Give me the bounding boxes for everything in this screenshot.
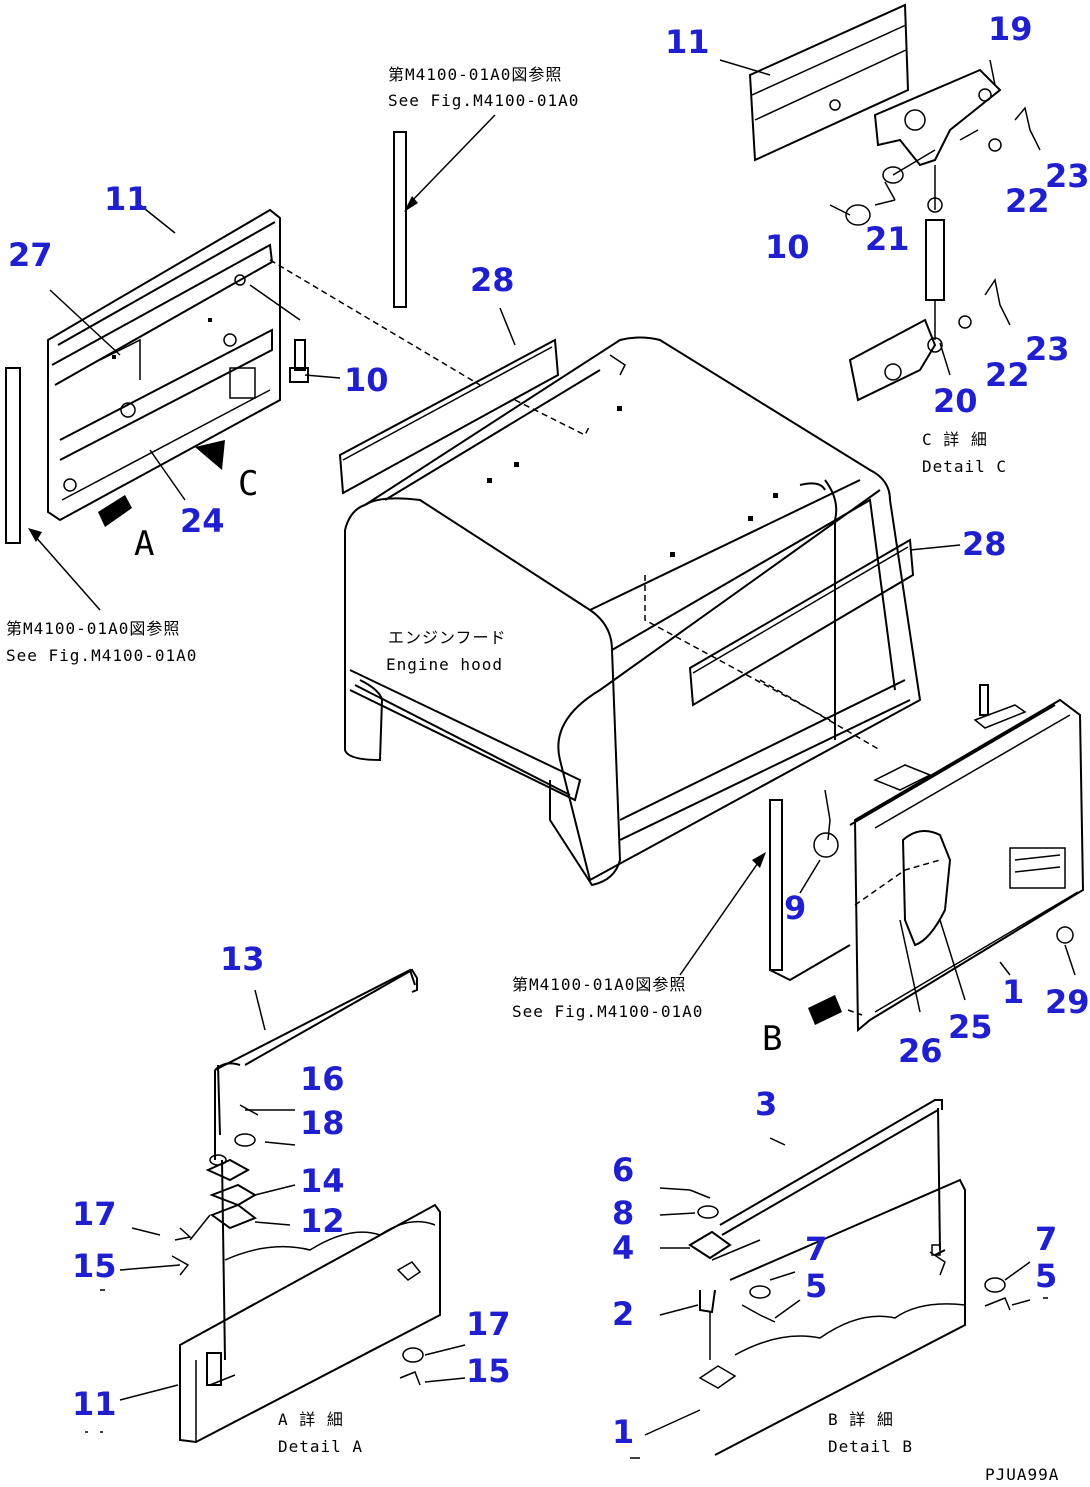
top-note-en: See Fig.M4100-01A0 <box>388 91 579 110</box>
callout-1-main: 1 <box>1002 973 1024 1011</box>
callout-9: 9 <box>784 889 806 927</box>
rubber-strip-28-right <box>688 538 961 707</box>
callout-6: 6 <box>612 1151 634 1189</box>
detail-a-jp: A 詳 細 <box>278 1410 344 1429</box>
detail-c-en: Detail C <box>922 457 1007 476</box>
callout-16: 16 <box>300 1060 345 1098</box>
callout-15-b: 15 <box>466 1352 511 1390</box>
callout-11-left: 11 <box>104 180 149 218</box>
callout-10-top: 10 <box>765 228 810 266</box>
callout-7-b: 7 <box>1035 1220 1057 1258</box>
callout-3: 3 <box>755 1085 777 1123</box>
callout-11-bottom: 11 <box>72 1385 117 1423</box>
detail-a: A 詳 細 Detail A <box>85 968 466 1456</box>
left-note-en: See Fig.M4100-01A0 <box>6 646 197 665</box>
left-note-jp: 第M4100-01A0図参照 <box>6 619 180 638</box>
callout-8: 8 <box>612 1194 634 1232</box>
rubber-strip-28-top <box>338 307 560 495</box>
left-seal-strip: 第M4100-01A0図参照 See Fig.M4100-01A0 <box>5 367 197 665</box>
callout-7-a: 7 <box>805 1230 827 1268</box>
callout-17-a: 17 <box>72 1195 117 1233</box>
callout-10-left: 10 <box>344 361 389 399</box>
detail-b: B 詳 細 Detail B <box>630 1099 1048 1459</box>
callout-15-a: 15 <box>72 1247 117 1285</box>
callout-4: 4 <box>612 1229 634 1267</box>
callouts: 11 19 23 22 21 10 23 22 20 11 27 10 24 2… <box>8 10 1090 1451</box>
callout-28-top: 28 <box>470 261 515 299</box>
callout-22-b: 22 <box>985 356 1030 394</box>
callout-24: 24 <box>180 502 225 540</box>
detail-a-en: Detail A <box>278 1437 363 1456</box>
view-letter-c: C <box>238 464 258 504</box>
detail-b-jp: B 詳 細 <box>828 1410 894 1429</box>
left-side-door <box>47 204 481 527</box>
callout-17-b: 17 <box>466 1305 511 1343</box>
hood-label-jp: エンジンフード <box>388 628 507 647</box>
callout-19: 19 <box>988 10 1033 48</box>
hood-label-en: Engine hood <box>386 655 503 674</box>
callout-21: 21 <box>865 220 910 258</box>
callout-2: 2 <box>612 1295 634 1333</box>
callout-29: 29 <box>1045 983 1090 1021</box>
callout-23-a: 23 <box>1045 157 1090 195</box>
right-note-jp: 第M4100-01A0図参照 <box>512 975 686 994</box>
callout-23-b: 23 <box>1025 330 1070 368</box>
callout-5-a: 5 <box>805 1267 827 1305</box>
right-side-door: 第M4100-01A0図参照 See Fig.M4100-01A0 <box>512 684 1085 1033</box>
callout-26: 26 <box>898 1032 943 1070</box>
callout-5-b: 5 <box>1035 1257 1057 1295</box>
callout-11-top: 11 <box>665 23 710 61</box>
view-letter-a: A <box>134 524 154 564</box>
callout-25: 25 <box>948 1008 993 1046</box>
top-note-jp: 第M4100-01A0図参照 <box>388 65 562 84</box>
engine-hood: エンジンフード Engine hood <box>344 336 932 887</box>
callout-27: 27 <box>8 236 53 274</box>
callout-18: 18 <box>300 1104 345 1142</box>
view-letter-b: B <box>762 1019 782 1059</box>
detail-c-jp: C 詳 細 <box>922 430 988 449</box>
detail-c-gas-spring: C 詳 細 Detail C <box>719 3 1041 476</box>
callout-28-right: 28 <box>962 525 1007 563</box>
right-note-en: See Fig.M4100-01A0 <box>512 1002 703 1021</box>
callout-1-detail: 1 <box>612 1413 634 1451</box>
drawing-code: PJUA99A <box>985 1465 1059 1484</box>
callout-20: 20 <box>933 382 978 420</box>
callout-22-a: 22 <box>1005 182 1050 220</box>
callout-13: 13 <box>220 940 265 978</box>
detail-b-en: Detail B <box>828 1437 913 1456</box>
callout-12: 12 <box>300 1202 345 1240</box>
callout-14: 14 <box>300 1162 345 1200</box>
top-seal-strip: 第M4100-01A0図参照 See Fig.M4100-01A0 <box>388 65 579 308</box>
